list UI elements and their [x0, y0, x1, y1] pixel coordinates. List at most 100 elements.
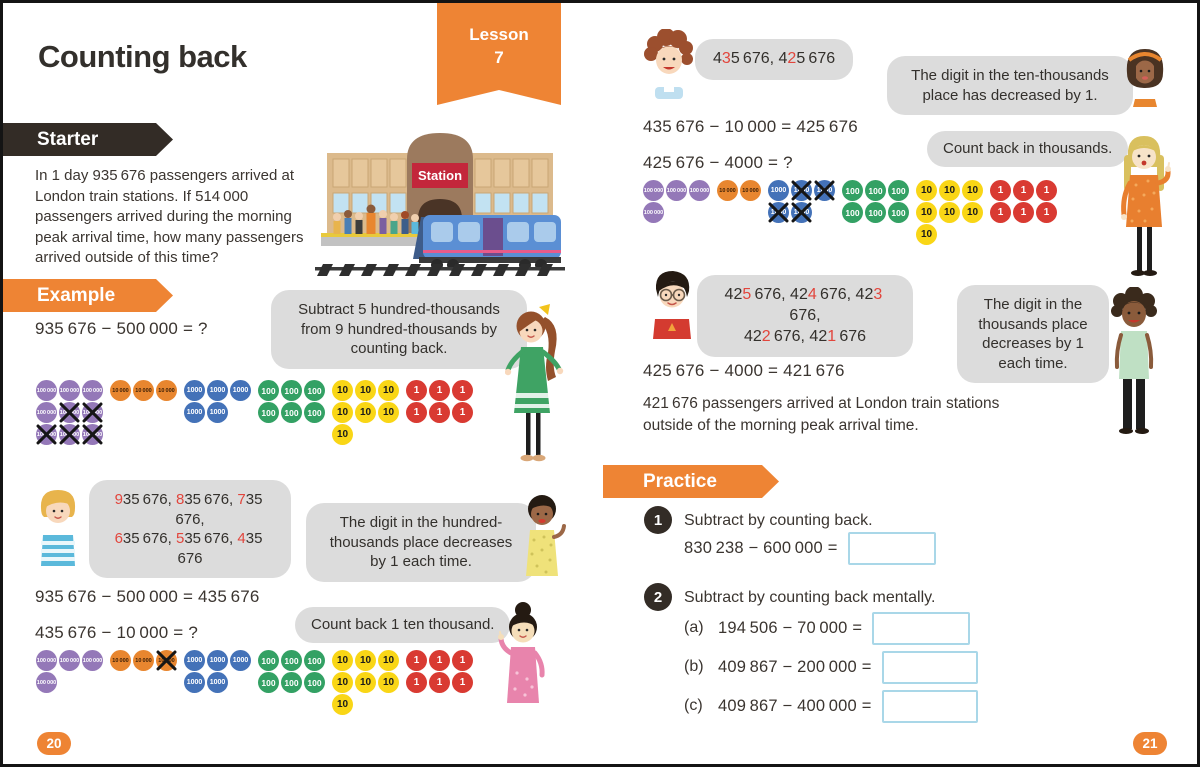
conclusion-text: 421 676 passengers arrived at London tra…	[643, 395, 1000, 434]
question-1-text: Subtract by counting back.	[684, 512, 873, 529]
question-2c-equation: 409 867 − 400 000 =	[718, 696, 872, 715]
equation-q1: 935 676 − 500 000 = ?	[35, 319, 208, 338]
lesson-number: 7	[494, 48, 504, 67]
bubble-tail	[682, 298, 700, 316]
counter-100000-crossed: 100 000	[82, 424, 103, 445]
question-2-badge: 2	[644, 583, 672, 611]
counter-1000: 1000	[207, 650, 228, 671]
train	[413, 215, 561, 271]
counter-100000: 100 000	[36, 380, 57, 401]
counter-100000: 100 000	[643, 202, 664, 223]
bubble-digit-ten-thousands: The digit in the ten-thousands place has…	[887, 56, 1133, 115]
counter-1: 1	[1013, 180, 1034, 201]
counter-100000-crossed: 100 000	[82, 402, 103, 423]
sequence-text: 35 676,	[122, 530, 176, 547]
counter-10: 10	[378, 380, 399, 401]
counter-10: 10	[939, 180, 960, 201]
counter-10: 10	[332, 380, 353, 401]
question-2b-answer-box[interactable]	[881, 650, 978, 684]
counter-1: 1	[429, 402, 450, 423]
character-girl-braids-orange-top	[1121, 136, 1171, 276]
counter-10: 10	[332, 402, 353, 423]
counter-10000-crossed: 10 000	[156, 650, 177, 671]
counter-10000: 10 000	[110, 380, 131, 401]
question-2b-label: (b)	[684, 658, 704, 675]
counter-100: 100	[865, 180, 886, 201]
counter-1: 1	[1013, 202, 1034, 223]
counter-100000: 100 000	[36, 402, 57, 423]
practice-banner: Practice	[603, 465, 779, 498]
practice-banner-label: Practice	[643, 470, 717, 492]
sequence-highlight-digit: 4	[807, 286, 817, 303]
counter-100: 100	[304, 650, 325, 671]
counter-10: 10	[939, 202, 960, 223]
counter-100000: 100 000	[82, 650, 103, 671]
sequence-highlight-digit: 9	[114, 491, 123, 508]
counter-1000: 1000	[184, 380, 205, 401]
sequence-highlight-digit: 4	[237, 530, 246, 547]
station-sign	[412, 163, 468, 188]
question-2c-row: (c) 409 867 − 400 000 =	[684, 689, 978, 723]
counter-10: 10	[332, 424, 353, 445]
question-2a-answer-box[interactable]	[872, 611, 971, 645]
page-title: Counting back	[38, 39, 247, 74]
bubble-digit-thousands: The digit in the thousands place decreas…	[957, 285, 1109, 383]
passengers	[333, 204, 419, 234]
sequence-highlight-digit: 2	[761, 327, 771, 345]
counter-100: 100	[304, 672, 325, 693]
counter-100000-crossed: 100 000	[36, 424, 57, 445]
counter-100: 100	[281, 402, 302, 423]
counter-1: 1	[406, 672, 427, 693]
counter-100: 100	[888, 180, 909, 201]
counter-100000: 100 000	[59, 380, 80, 401]
counter-100000-crossed: 100 000	[59, 424, 80, 445]
question-2a-label: (a)	[684, 619, 704, 636]
equation-a3: 425 676 − 4000 = 421 676	[643, 361, 845, 380]
sequence-highlight-digit: 5	[175, 530, 185, 547]
counter-100000-crossed: 100 000	[59, 402, 80, 423]
question-1-answer-box[interactable]	[847, 531, 936, 565]
question-1-row: 830 238 − 600 000 =	[684, 531, 936, 565]
sequence-text: 676,	[789, 286, 886, 324]
sequence-highlight-digit: 3	[721, 50, 731, 67]
question-2a-row: (a) 194 506 − 70 000 =	[684, 611, 971, 645]
question-1-equation: 830 238 − 600 000 =	[684, 538, 838, 557]
bubble-count-th-text: Count back in thousands.	[943, 140, 1113, 157]
sequence-text: 676, 42	[816, 286, 874, 303]
counter-100000: 100 000	[643, 180, 664, 201]
counter-10: 10	[355, 672, 376, 693]
counter-100: 100	[865, 202, 886, 223]
counter-1000-crossed: 1000	[791, 180, 812, 201]
question-2c-answer-box[interactable]	[881, 689, 978, 723]
starter-banner-label: Starter	[37, 128, 99, 150]
sequence-text: 35 676,	[175, 491, 266, 528]
counter-1: 1	[452, 402, 473, 423]
question-2c-label: (c)	[684, 697, 703, 714]
counter-100: 100	[304, 402, 325, 423]
counter-100: 100	[258, 650, 279, 671]
counter-1: 1	[406, 380, 427, 401]
question-2b-equation: 409 867 − 200 000 =	[718, 657, 872, 676]
sequence-highlight-digit: 3	[873, 286, 883, 303]
sequence-text: 35 676,	[184, 491, 238, 508]
counter-100: 100	[258, 380, 279, 401]
counter-100000: 100 000	[666, 180, 687, 201]
counter-1: 1	[429, 380, 450, 401]
counter-1000-crossed: 1000	[814, 180, 835, 201]
equation-a1: 935 676 − 500 000 = 435 676	[35, 587, 260, 606]
counter-10: 10	[916, 180, 937, 201]
sequence-text: 5 676	[796, 50, 836, 67]
counter-100: 100	[281, 650, 302, 671]
sequence-text: 42	[743, 327, 762, 345]
sequence-highlight-digit: 1	[827, 327, 837, 345]
counter-10: 10	[916, 202, 937, 223]
counter-1000: 1000	[207, 380, 228, 401]
counter-1000: 1000	[230, 650, 251, 671]
question-2b-row: (b) 409 867 − 200 000 =	[684, 650, 978, 684]
sequence-text: 676, 42	[751, 286, 808, 303]
counter-1: 1	[990, 202, 1011, 223]
sequence-text: 676, 42	[770, 327, 828, 345]
character-girl-yellow-top	[526, 495, 566, 576]
